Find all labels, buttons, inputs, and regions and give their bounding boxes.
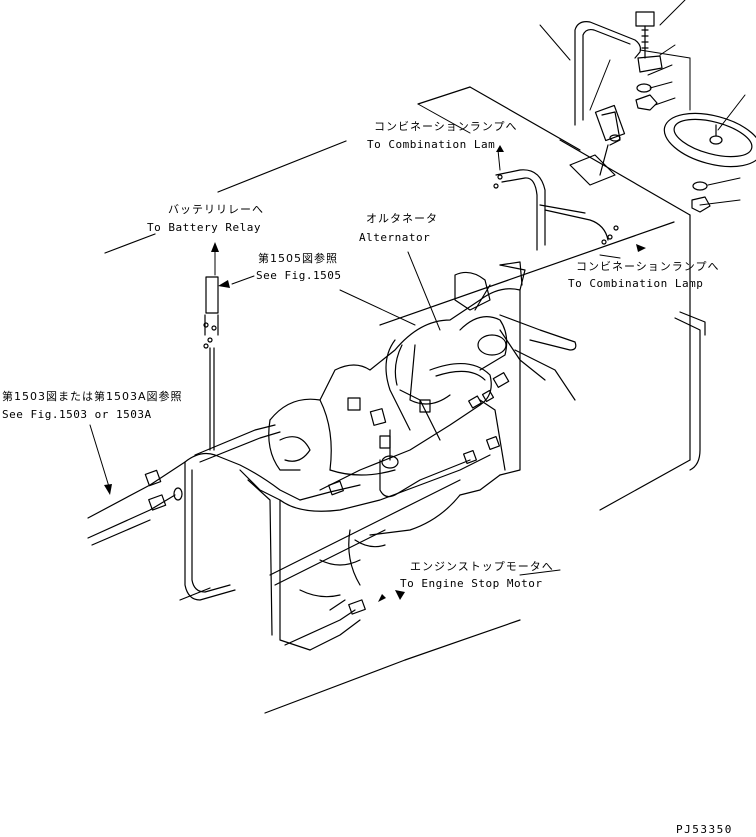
combination-lamp-right-en-label: To Combination Lamp: [568, 277, 704, 290]
frame-lines: [104, 86, 691, 714]
arrows: [104, 145, 646, 602]
fig-1505-jp-label: 第1505図参照: [258, 252, 338, 265]
engine-body: [268, 261, 526, 598]
fig-1503-jp-label: 第1503図または第1503A図参照: [2, 390, 183, 403]
right-pipe: [674, 311, 706, 471]
leader-lines: [89, 0, 746, 576]
combination-lamp: [663, 112, 756, 168]
alternator-fan: [454, 271, 577, 401]
engine-stop-motor-jp-label: エンジンストップモータへ: [410, 560, 554, 573]
drawing-code: PJ53350: [676, 823, 733, 836]
battery-relay-connector: [203, 276, 219, 451]
engine-stop-motor-en-label: To Engine Stop Motor: [400, 577, 543, 590]
handle-bracket: [569, 21, 642, 186]
combination-lamp-top-en-label: To Combination Lam: [367, 138, 496, 151]
fig-1505-en-label: See Fig.1505: [256, 269, 342, 282]
fig-1503-en-label: See Fig.1503 or 1503A: [2, 408, 152, 421]
combination-lamp-top-jp-label: コンビネーションランプへ: [374, 120, 518, 133]
alternator-jp-label: オルタネータ: [366, 212, 438, 225]
fasteners: [635, 11, 711, 213]
battery-relay-jp-label: バッテリリレーへ: [168, 203, 264, 216]
alternator-en-label: Alternator: [359, 231, 431, 244]
main-harness: [87, 339, 506, 651]
connectors: [144, 372, 510, 615]
battery-relay-en-label: To Battery Relay: [147, 221, 261, 234]
upper-harness: [493, 169, 619, 251]
combination-lamp-right-jp-label: コンビネーションランプへ: [576, 260, 720, 273]
